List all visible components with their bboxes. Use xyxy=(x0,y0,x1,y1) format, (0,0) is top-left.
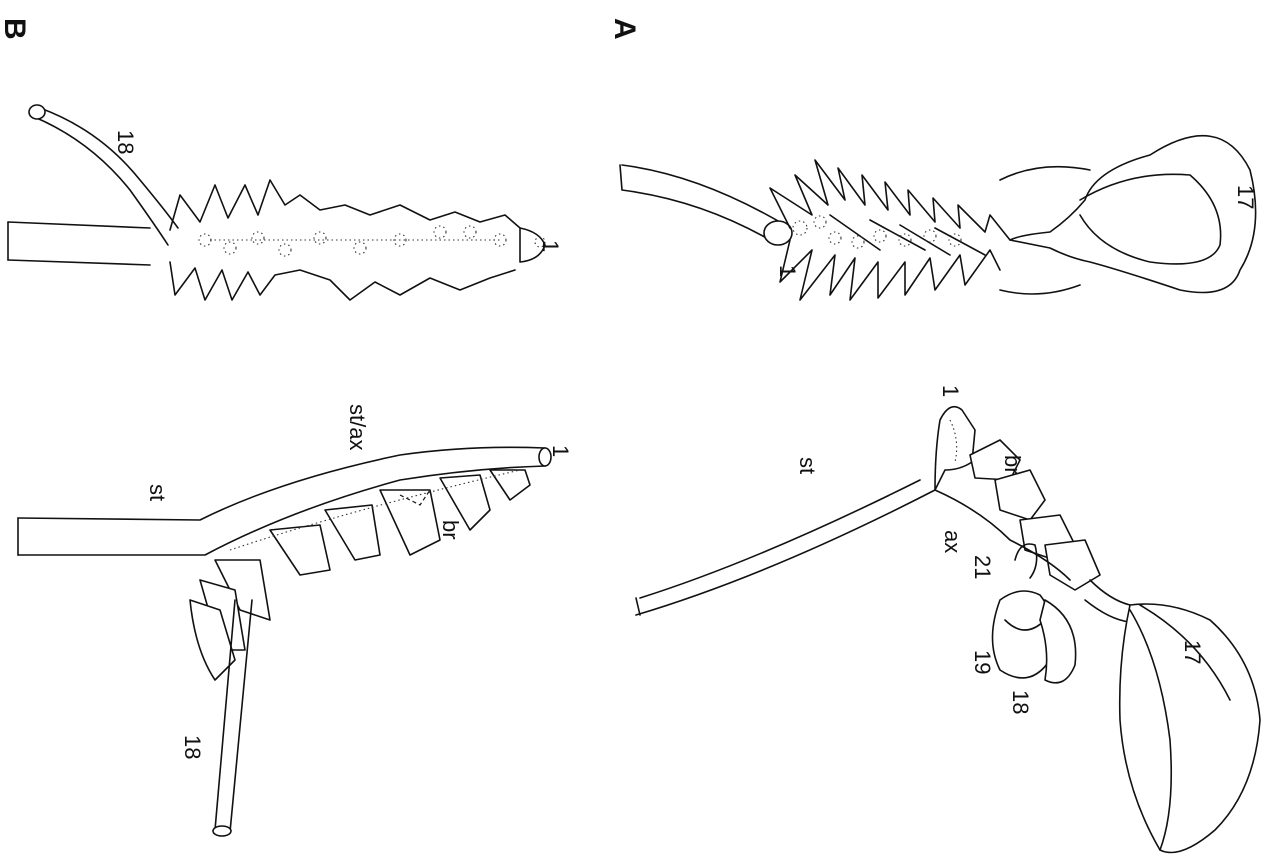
label-a-right-br: br xyxy=(1000,455,1025,475)
label-b-left-1: 1 xyxy=(538,240,563,252)
bract-outline xyxy=(770,160,1010,240)
label-a-left-1: 1 xyxy=(775,265,800,277)
label-a-right-18: 18 xyxy=(1008,690,1033,714)
label-a-right-st: st xyxy=(795,457,820,474)
label-b-right-st-ax: st/ax xyxy=(345,404,370,450)
panel-letter-b: B xyxy=(0,18,31,40)
panel-letter-a: A xyxy=(608,18,641,40)
bract-outline xyxy=(170,180,520,230)
branch-cut-end xyxy=(213,826,231,836)
label-a-right-21: 21 xyxy=(970,555,995,579)
terminal-bud xyxy=(1010,136,1256,293)
panel-a-right-drawing xyxy=(636,407,1260,853)
panel-a-left-drawing xyxy=(620,136,1256,300)
label-a-right-1: 1 xyxy=(938,385,963,397)
label-b-right-18: 18 xyxy=(180,735,205,759)
label-b-right-1: 1 xyxy=(548,445,573,457)
stem-outline xyxy=(620,165,770,240)
branch-outline xyxy=(40,108,178,228)
panel-b-left-drawing xyxy=(8,105,545,300)
panel-b-right-drawing xyxy=(18,447,551,836)
stem-outline xyxy=(640,480,920,598)
shoot-tip xyxy=(935,407,975,490)
branch-cut-end xyxy=(29,105,45,119)
label-b-left-18: 18 xyxy=(113,130,138,154)
label-b-right-br: br xyxy=(438,520,463,540)
label-a-right-ax: ax xyxy=(940,530,965,553)
label-b-right-st: st xyxy=(145,484,170,501)
label-a-right-17: 17 xyxy=(1180,640,1205,664)
flower-bud xyxy=(1040,600,1076,683)
label-a-left-17: 17 xyxy=(1233,185,1258,209)
stem-outline xyxy=(8,222,150,228)
label-a-right-19: 19 xyxy=(970,650,995,674)
